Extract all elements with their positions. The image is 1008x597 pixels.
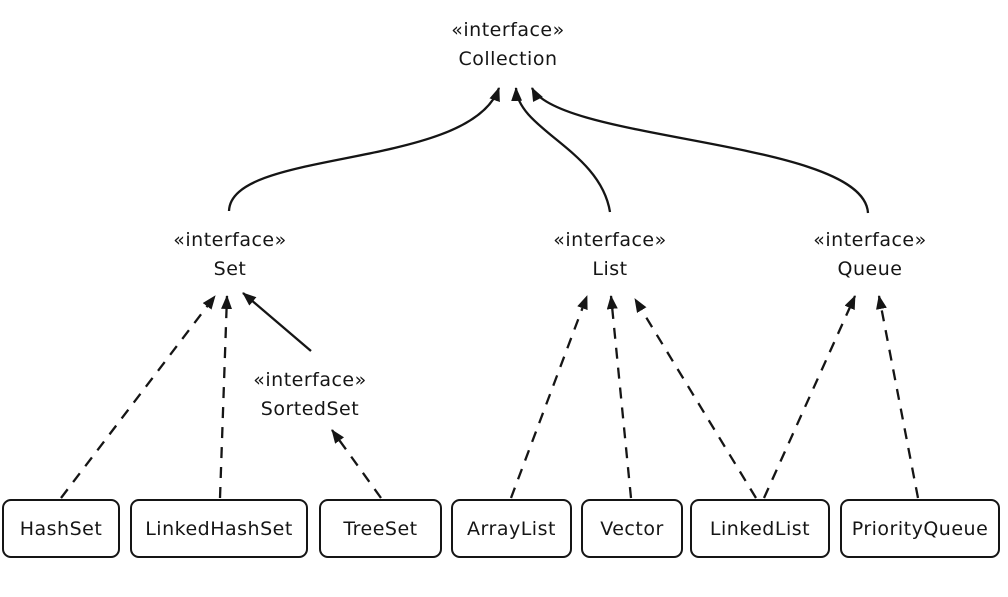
linkedhashset-label: LinkedHashSet — [145, 517, 293, 540]
set-name: Set — [213, 258, 247, 280]
interface-collection: «interface» Collection — [451, 16, 565, 74]
interface-list: «interface» List — [553, 226, 667, 284]
edge-hashset-implements-set — [60, 295, 216, 499]
interface-sortedset: «interface» SortedSet — [253, 366, 367, 424]
interface-queue: «interface» Queue — [813, 226, 927, 284]
list-stereotype: «interface» — [553, 229, 667, 251]
edge-sortedset-extends-set — [242, 292, 312, 352]
hashset-label: HashSet — [19, 517, 103, 540]
class-box-treeset: TreeSet — [319, 499, 442, 558]
edge-treeset-implements-sortedset — [331, 429, 382, 499]
class-box-linkedlist: LinkedList — [690, 499, 830, 558]
set-stereotype: «interface» — [173, 229, 287, 251]
edge-list-extends-collection — [511, 87, 612, 213]
class-box-priorityqueue: PriorityQueue — [840, 499, 1000, 558]
edge-set-extends-collection — [227, 87, 501, 212]
edge-linkedhashset-implements-set — [218, 295, 233, 499]
queue-stereotype: «interface» — [813, 229, 927, 251]
sortedset-stereotype: «interface» — [253, 369, 367, 391]
class-box-hashset: HashSet — [2, 499, 120, 558]
treeset-label: TreeSet — [343, 517, 418, 540]
collection-name: Collection — [458, 48, 558, 70]
class-box-arraylist: ArrayList — [451, 499, 572, 558]
class-box-vector: Vector — [581, 499, 683, 558]
priorityqueue-label: PriorityQueue — [851, 517, 989, 540]
edge-arraylist-implements-list — [509, 295, 589, 499]
edge-linkedlist-implements-queue — [762, 295, 857, 499]
arraylist-label: ArrayList — [467, 517, 556, 540]
edge-priorityqueue-implements-queue — [876, 295, 920, 499]
class-box-linkedhashset: LinkedHashSet — [130, 499, 308, 558]
collection-stereotype: «interface» — [451, 19, 565, 41]
linkedlist-label: LinkedList — [709, 517, 811, 540]
list-name: List — [592, 258, 628, 280]
edge-queue-extends-collection — [530, 87, 870, 214]
edge-vector-implements-list — [606, 295, 633, 499]
edge-linkedlist-implements-list — [634, 298, 757, 499]
queue-name: Queue — [837, 258, 903, 280]
vector-label: Vector — [600, 517, 664, 540]
sortedset-name: SortedSet — [260, 398, 360, 420]
interface-set: «interface» Set — [173, 226, 287, 284]
